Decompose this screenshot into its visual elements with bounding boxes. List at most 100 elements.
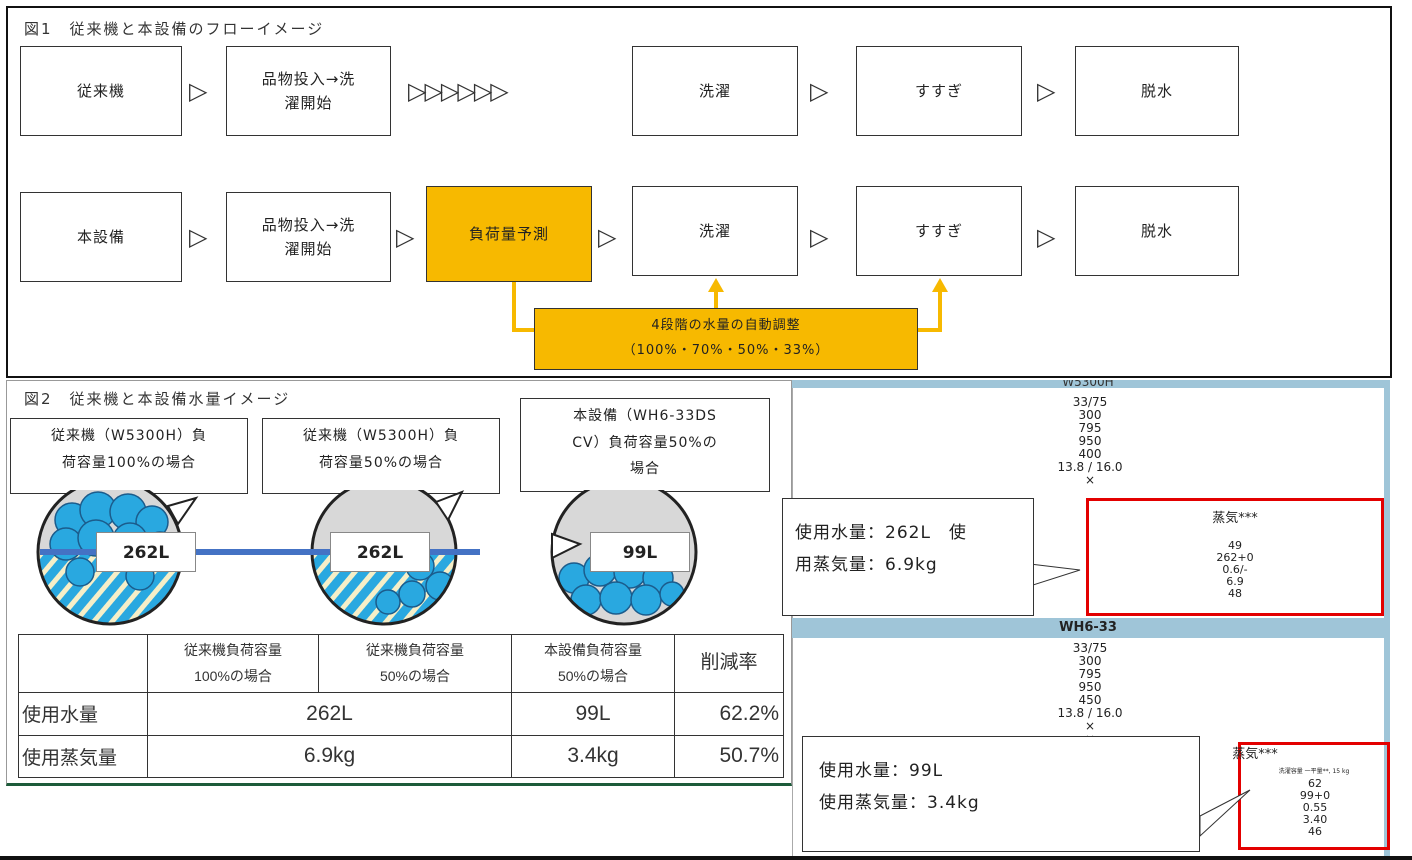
arrow-icon: ▷	[189, 77, 208, 105]
spec2-line: 450	[1078, 693, 1102, 707]
table-header-legacy-100-line2: 100%の場合	[194, 667, 272, 684]
flow-load-legacy-line1: 品物投入→洗	[261, 70, 356, 88]
flow-predict-new-label: 負荷量予測	[468, 225, 549, 243]
spec1-line: 950	[1078, 434, 1102, 448]
caption-legacy-100-line1: 従来機（W5300H）負	[51, 428, 207, 444]
table-header-legacy-50-line1: 従来機負荷容量	[366, 642, 464, 659]
spec1-line: 795	[1078, 421, 1102, 435]
page-bottom-border	[0, 856, 1412, 860]
table-corner	[18, 634, 148, 693]
arrow-icon: ▷	[189, 223, 208, 251]
volume-new-50: 99L	[590, 532, 690, 572]
spec2-steam-value: 46	[1308, 825, 1322, 838]
spec2-header-band: WH6-33	[792, 618, 1384, 638]
figure1-frame	[6, 6, 1392, 378]
flow-wash-new-label: 洗濯	[698, 222, 731, 240]
row-label-water: 使用水量	[18, 692, 148, 736]
caption-legacy-100-line2: 荷容量100%の場合	[61, 454, 197, 471]
flow-rinse-new-label: すすぎ	[914, 222, 963, 240]
table-row: 使用水量 262L 99L 62.2%	[18, 692, 784, 736]
caption-legacy-50: 従来機（W5300H）負 荷容量50%の場合	[262, 418, 500, 494]
flow-start-legacy-label: 従来機	[76, 82, 125, 100]
callout-new-line2: 使用蒸気量：3.4kg	[819, 793, 980, 813]
spec1-line: 400	[1078, 447, 1102, 461]
cell-water-new: 99L	[511, 692, 675, 736]
flow-rinse-legacy: すすぎ	[856, 46, 1022, 136]
cell-steam-legacy: 6.9kg	[147, 734, 512, 778]
caption-new-50-line2: CV）負荷容量50%の	[572, 434, 718, 451]
table-header-new-50-line2: 50%の場合	[557, 667, 629, 684]
flow-load-new-line2: 濯開始	[284, 240, 333, 258]
row-label-steam: 使用蒸気量	[18, 734, 148, 778]
spec1-header-band: W5300H	[792, 380, 1384, 388]
volume-legacy-50: 262L	[330, 532, 430, 572]
flow-predict-new: 負荷量予測	[426, 186, 592, 282]
cell-water-rate: 62.2%	[674, 692, 784, 736]
arrow-icon: ▷	[1037, 77, 1056, 105]
spec2-steam-value: 62	[1308, 777, 1322, 790]
spec2-steam-label: 蒸気***	[1232, 747, 1278, 762]
flow-load-new-line1: 品物投入→洗	[261, 216, 356, 234]
cell-steam-rate: 50.7%	[674, 734, 784, 778]
flow-load-legacy: 品物投入→洗濯開始	[226, 46, 391, 136]
flow-wash-new: 洗濯	[632, 186, 798, 276]
cell-water-legacy: 262L	[147, 692, 512, 736]
spec2-steam-value: 3.40	[1302, 813, 1328, 826]
arrow-icon: ▷	[810, 223, 829, 251]
cell-steam-new: 3.4kg	[511, 734, 675, 778]
auto-adjust-line2: （100%・70%・50%・33%）	[622, 343, 830, 358]
callout-tails	[1029, 563, 1251, 838]
arrow-icon: ▷	[598, 223, 617, 251]
flow-spin-new: 脱水	[1075, 186, 1239, 276]
flow-spin-legacy: 脱水	[1075, 46, 1239, 136]
spec2-line: 795	[1078, 667, 1102, 681]
table-header-legacy-100-line1: 従来機負荷容量	[184, 642, 282, 659]
flow-rinse-new: すすぎ	[856, 186, 1022, 276]
caption-new-50-line3: 場合	[630, 461, 660, 478]
caption-new-50-line1: 本設備（WH6-33DS	[573, 408, 717, 424]
spec1-line: ×	[1084, 473, 1096, 487]
table-header-rate: 削減率	[674, 634, 784, 693]
spec1-steam-value: 262+0	[1216, 551, 1254, 564]
spec1-steam-value: 48	[1228, 587, 1242, 600]
spec2-line: ×	[1084, 719, 1096, 733]
spec1-header: W5300H	[1062, 380, 1114, 388]
spec1-line: 13.8 / 16.0	[1057, 460, 1123, 474]
flow-wash-legacy-label: 洗濯	[698, 82, 731, 100]
table-header-rate-label: 削減率	[700, 652, 758, 674]
table-header-legacy-100: 従来機負荷容量 100%の場合	[147, 634, 319, 693]
comparison-table: 従来機負荷容量 100%の場合 従来機負荷容量 50%の場合 本設備負荷容量 50%の…	[18, 634, 784, 778]
spec1-steam-value: 0.6/-	[1222, 563, 1248, 576]
spec2-steam-sub: 洗濯容量 一平量**, 15 kg	[1278, 768, 1350, 775]
long-arrows-icon: ▷▷▷▷▷▷	[408, 77, 509, 105]
auto-adjust-line1: 4段階の水量の自動調整	[651, 318, 801, 334]
table-header-new-50-line1: 本設備負荷容量	[544, 642, 642, 659]
caption-new-50: 本設備（WH6-33DS CV）負荷容量50%の 場合	[520, 398, 770, 492]
table-header-new-50: 本設備負荷容量 50%の場合	[511, 634, 675, 693]
caption-legacy-50-line2: 荷容量50%の場合	[318, 454, 444, 471]
callout-legacy: 使用水量：262L 使 用蒸気量：6.9kg	[782, 498, 1034, 616]
spec2-line: 13.8 / 16.0	[1057, 706, 1123, 720]
spec2-line: 950	[1078, 680, 1102, 694]
spec1-line: 33/75	[1072, 395, 1108, 409]
spec2-line: 33/75	[1072, 641, 1108, 655]
adjust-connector	[512, 278, 948, 332]
flow-spin-legacy-label: 脱水	[1140, 82, 1173, 100]
flow-rinse-legacy-label: すすぎ	[914, 82, 963, 100]
arrow-icon: ▷	[1037, 223, 1056, 251]
callout-legacy-line1: 使用水量：262L 使	[795, 523, 967, 543]
figure2-title: 図2 従来機と本設備水量イメージ	[24, 390, 291, 408]
volume-legacy-100: 262L	[96, 532, 196, 572]
flow-load-new: 品物投入→洗濯開始	[226, 192, 391, 282]
spec2-steam-value: 0.55	[1302, 801, 1328, 814]
flow-load-legacy-line2: 濯開始	[284, 94, 333, 112]
callout-new-line1: 使用水量：99L	[819, 761, 944, 781]
spec1-steam-value: 6.9	[1226, 575, 1244, 588]
callout-new: 使用水量：99L 使用蒸気量：3.4kg	[802, 736, 1200, 852]
flow-wash-legacy: 洗濯	[632, 46, 798, 136]
spec2-header: WH6-33	[1059, 620, 1117, 635]
spec1-line: 300	[1078, 408, 1102, 422]
flow-start-new: 本設備	[20, 192, 182, 282]
spec2-steam-values: 62 99+0 0.55 3.40 46	[1260, 778, 1370, 838]
arrow-icon: ▷	[396, 223, 415, 251]
